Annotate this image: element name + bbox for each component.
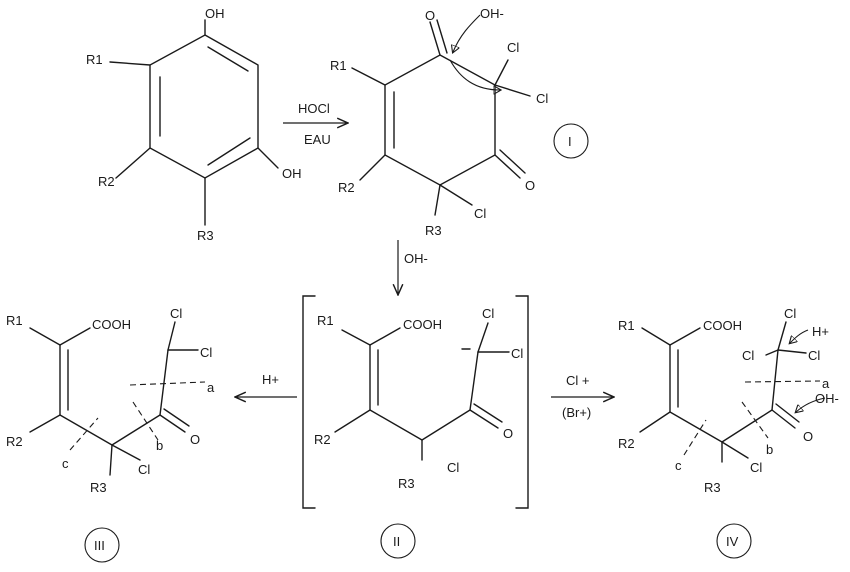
compound-III-circle [84,527,120,563]
r2-label: R2 [314,432,331,447]
cleavage-b-label: b [156,438,163,453]
o-label: O [503,426,513,441]
h-plus-label: H+ [812,324,829,339]
oh-label: OH [205,6,225,21]
step1-arrow: HOCl EAU [283,101,348,147]
r1-label: R1 [618,318,635,333]
r1-label: R1 [330,58,347,73]
cl-label: Cl [536,91,548,106]
cooh-label: COOH [403,317,442,332]
r3-label: R3 [704,480,721,495]
starting-phenol: OH OH R1 R2 R3 [86,6,302,243]
step4-alt-reagent: (Br+) [562,405,591,420]
step1-reagent: HOCl [298,101,330,116]
r3-label: R3 [398,476,415,491]
r2-label: R2 [98,174,115,189]
cl-label: Cl [742,348,754,363]
cleavage-b-label: b [766,442,773,457]
cl-label: Cl [808,348,820,363]
o-label: O [803,429,813,444]
compound-IV-number: IV [726,534,739,549]
cl-label: Cl [447,460,459,475]
step3-arrow: H+ [235,372,297,397]
o-label: O [190,432,200,447]
compound-III: R1 COOH Cl Cl a b O R2 c Cl R3 III [6,306,215,563]
cl-label: Cl [200,345,212,360]
r1-label: R1 [317,313,334,328]
step2-arrow: OH- [398,240,428,295]
cleavage-c-label: c [675,458,682,473]
compound-II-circle [380,523,416,559]
compound-I: O OH- Cl Cl O R1 R2 R3 Cl I [330,6,589,238]
cooh-label: COOH [703,318,742,333]
cl-label: Cl [511,346,523,361]
cl-label: Cl [482,306,494,321]
cl-label: Cl [474,206,486,221]
compound-II: R1 COOH Cl Cl R2 O Cl R3 II [302,295,529,559]
step4-arrow: Cl + (Br+) [551,373,614,420]
o-label: O [525,178,535,193]
compound-IV: R1 COOH Cl H+ Cl Cl a OH- b O R2 c Cl R3… [618,306,839,559]
cleavage-a-label: a [822,376,830,391]
step1-condition: EAU [304,132,331,147]
cl-label: Cl [784,306,796,321]
oh-minus-label: OH- [480,6,504,21]
r2-label: R2 [338,180,355,195]
compound-II-number: II [393,534,400,549]
r3-label: R3 [90,480,107,495]
o-label: O [425,8,435,23]
cl-label: Cl [507,40,519,55]
oh-minus-label: OH- [815,391,839,406]
r3-label: R3 [425,223,442,238]
cleavage-a-label: a [207,380,215,395]
step2-reagent: OH- [404,251,428,266]
cleavage-c-label: c [62,456,69,471]
cl-label: Cl [138,462,150,477]
step4-reagent: Cl + [566,373,589,388]
oh-label: OH [282,166,302,181]
compound-I-number: I [568,134,572,149]
r3-label: R3 [197,228,214,243]
r1-label: R1 [86,52,103,67]
r2-label: R2 [6,434,23,449]
r2-label: R2 [618,436,635,451]
cooh-label: COOH [92,317,131,332]
cl-label: Cl [750,460,762,475]
r1-label: R1 [6,313,23,328]
compound-IV-circle [716,523,752,559]
step3-reagent: H+ [262,372,279,387]
compound-I-circle [553,123,589,159]
compound-III-number: III [94,538,105,553]
cl-label: Cl [170,306,182,321]
